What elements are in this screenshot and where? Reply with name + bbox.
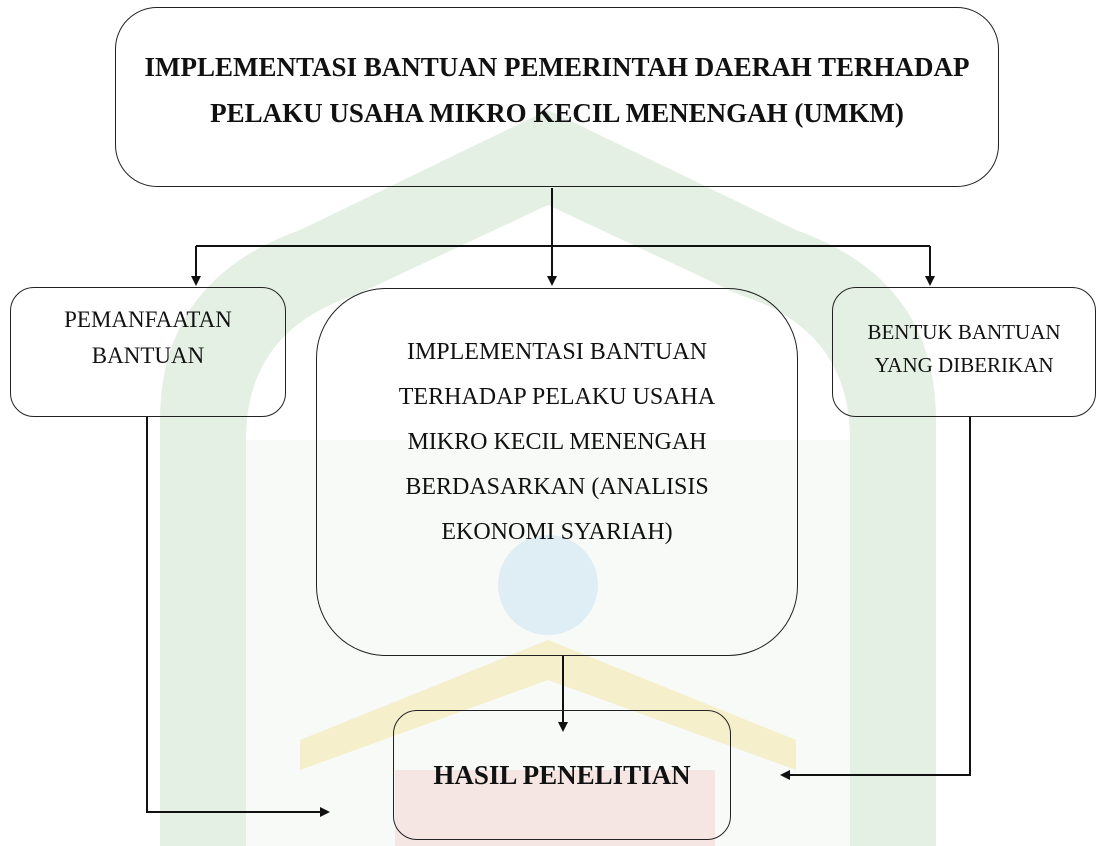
aid-utilization-box: PEMANFAATAN BANTUAN	[10, 287, 286, 417]
aid-utilization-text: PEMANFAATAN BANTUAN	[64, 307, 232, 368]
implementation-title-text: IMPLEMENTASI BANTUAN PEMERINTAH DAERAH T…	[144, 52, 970, 128]
aid-forms-text: BENTUK BANTUAN YANG DIBERIKAN	[867, 320, 1061, 377]
research-result-text: HASIL PENELITIAN	[433, 760, 691, 790]
implementation-title-box: IMPLEMENTASI BANTUAN PEMERINTAH DAERAH T…	[115, 7, 999, 187]
research-result-box: HASIL PENELITIAN	[393, 710, 731, 840]
sharia-analysis-box: IMPLEMENTASI BANTUAN TERHADAP PELAKU USA…	[316, 288, 798, 656]
aid-forms-box: BENTUK BANTUAN YANG DIBERIKAN	[832, 287, 1096, 417]
connector-left-to-result	[146, 417, 330, 817]
connector-right-to-result	[780, 417, 971, 780]
sharia-analysis-text: IMPLEMENTASI BANTUAN TERHADAP PELAKU USA…	[398, 338, 716, 545]
